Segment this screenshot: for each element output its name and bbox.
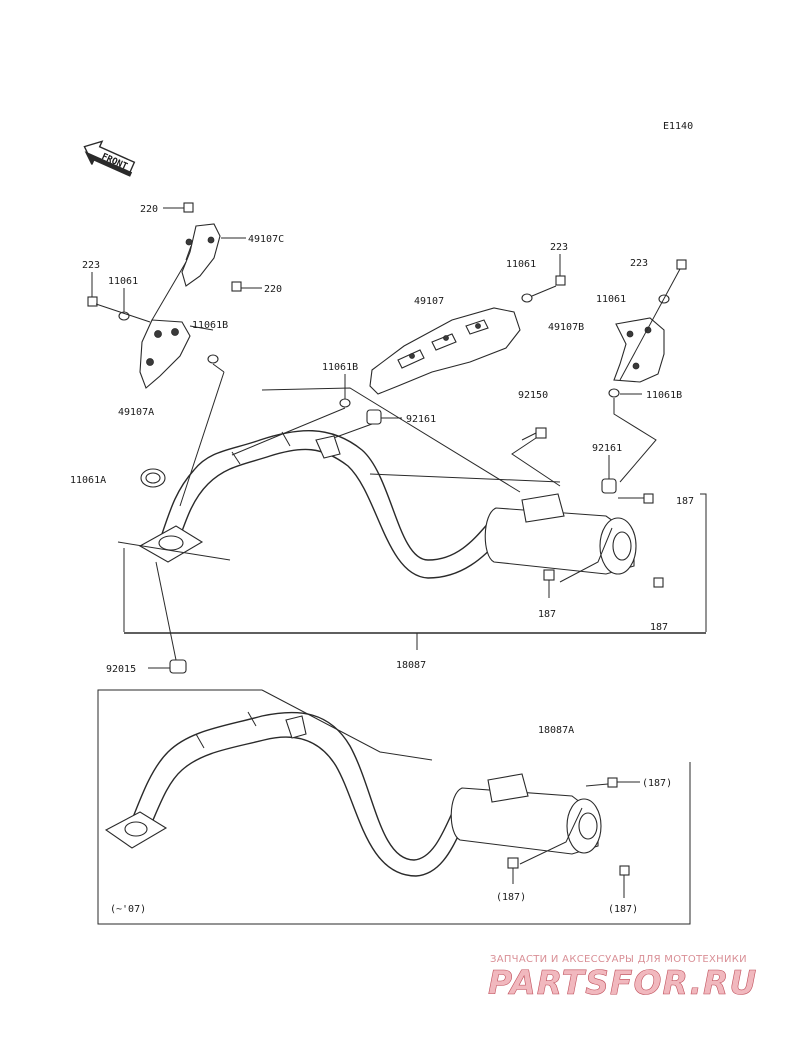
cover-49107c — [181, 223, 221, 287]
bolt-187-b — [543, 569, 555, 598]
label-11061b-mid: 11061B — [322, 362, 358, 373]
label-187-a: 187 — [676, 496, 694, 507]
label-92150: 92150 — [518, 390, 548, 401]
label-11061-left: 11061 — [108, 276, 138, 287]
label-92161-mid: 92161 — [406, 414, 436, 425]
label-18087a: 18087A — [538, 725, 574, 736]
label-187-lower-c: (187) — [608, 904, 638, 915]
diagram-code: E1140 — [663, 121, 693, 132]
cover-49107b — [613, 317, 665, 383]
exhaust-pipe-18087 — [138, 429, 637, 579]
label-11061a: 11061A — [70, 475, 106, 486]
heat-guard-49107 — [369, 307, 521, 395]
bolt-187-a — [643, 493, 654, 504]
label-223-left: 223 — [82, 260, 100, 271]
bolt-187-lower-b — [507, 857, 519, 884]
bolt-92150 — [521, 427, 547, 441]
washer-11061-left — [118, 288, 130, 321]
label-92015: 92015 — [106, 664, 136, 675]
label-49107a: 49107A — [118, 407, 154, 418]
front-arrow-icon: FRONT — [83, 140, 136, 177]
label-220-top: 220 — [140, 204, 158, 215]
label-220-right: 220 — [264, 284, 282, 295]
bolt-220-right — [231, 281, 262, 292]
bolt-187-lower-c — [619, 865, 630, 898]
label-49107b: 49107B — [548, 322, 584, 333]
washer-11061b-mid — [339, 374, 351, 408]
cover-49107a — [139, 319, 191, 389]
washer-11061b-right — [608, 388, 642, 398]
label-187-lower-a: (187) — [642, 778, 672, 789]
label-11061b-right: 11061B — [646, 390, 682, 401]
label-11061-right: 11061 — [596, 294, 626, 305]
variant-note: (~'07) — [110, 904, 146, 915]
watermark-brand: PARTSFOR.RU — [488, 963, 757, 1002]
label-11061b-left: 11061B — [192, 320, 228, 331]
bolt-187-lower-a — [607, 777, 640, 788]
label-49107: 49107 — [414, 296, 444, 307]
bolt-223-left — [87, 272, 98, 307]
label-223-mid: 223 — [550, 242, 568, 253]
label-187-lower-b: (187) — [496, 892, 526, 903]
label-223-right: 223 — [630, 258, 648, 269]
bolt-220-top — [163, 202, 194, 213]
label-11061-mid: 11061 — [506, 259, 536, 270]
exhaust-pipe-18087a — [104, 711, 602, 877]
damper-92161-right — [601, 455, 617, 494]
bolt-223-right — [676, 259, 687, 270]
bolt-187-c — [653, 577, 664, 588]
label-187-c: 187 — [650, 622, 668, 633]
gasket-11061a — [140, 468, 166, 488]
label-49107c: 49107C — [248, 234, 284, 245]
washer-11061b-left — [189, 325, 219, 364]
watermark-tagline: ЗАПЧАСТИ И АКСЕССУАРЫ ДЛЯ МОТОТЕХНИКИ — [490, 954, 747, 965]
nut-92015 — [148, 659, 187, 674]
label-18087: 18087 — [396, 660, 426, 671]
label-92161-right: 92161 — [592, 443, 622, 454]
label-187-b: 187 — [538, 609, 556, 620]
washer-11061-mid — [521, 285, 557, 303]
bolt-223-mid — [555, 254, 566, 286]
